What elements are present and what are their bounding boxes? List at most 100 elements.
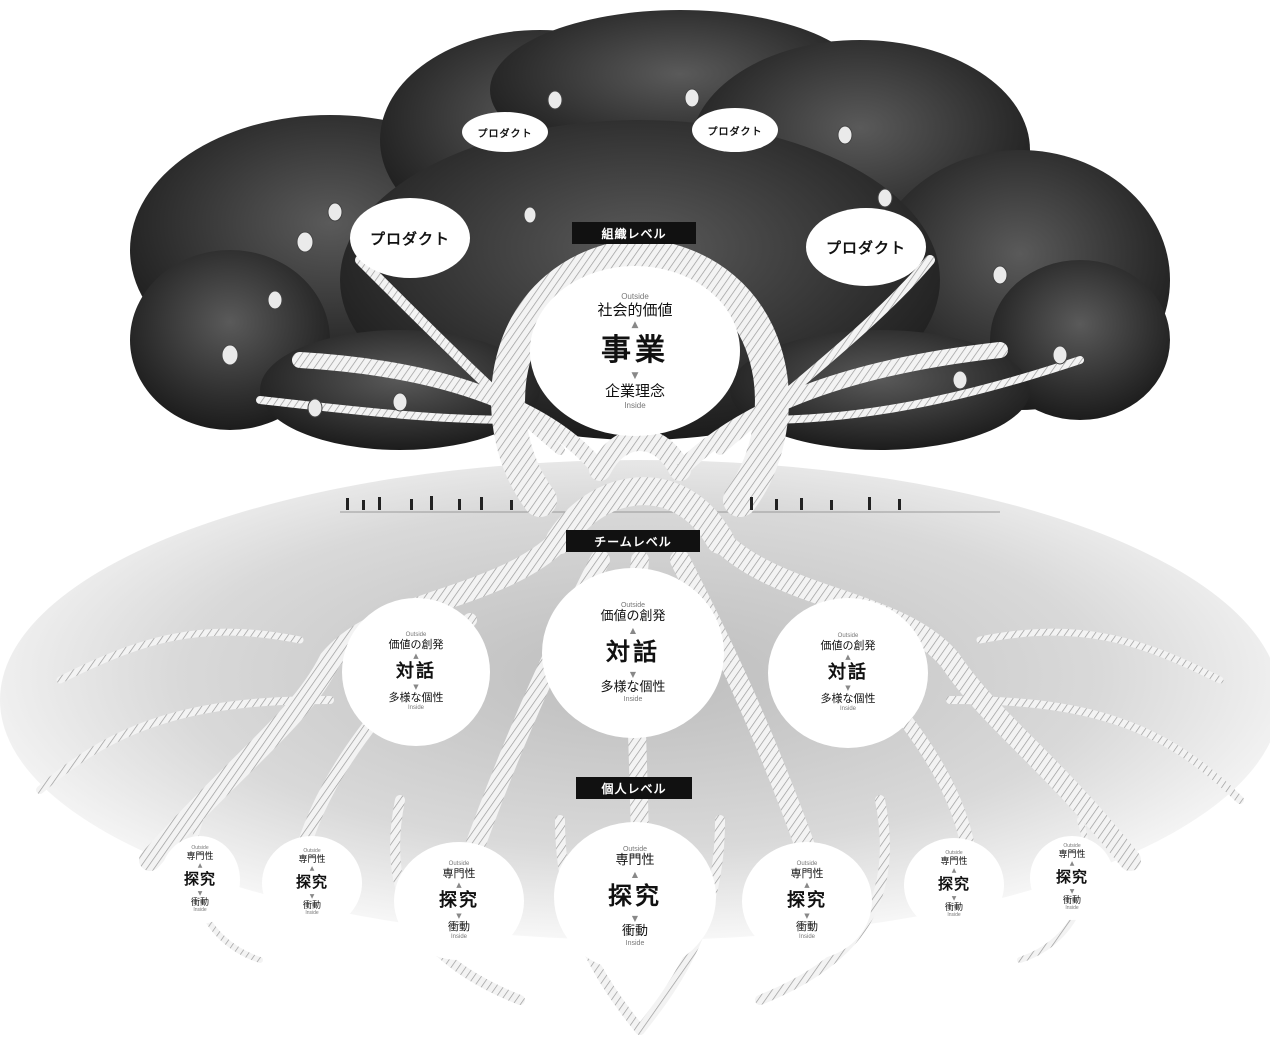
outer-value: 価値の創発 — [388, 638, 444, 652]
team-node-left: Outside 価値の創発 ▲ 対話 ▼ 多様な個性 Inside — [342, 598, 490, 746]
outside-label: Outside — [191, 845, 209, 852]
outside-label: Outside — [837, 633, 859, 640]
outside-label: Outside — [303, 848, 321, 855]
individual-node-3: Outside 専門性 ▲ 探究 ▼ 衝動 Inside — [394, 842, 524, 960]
arrow-down-icon: ▼ — [197, 889, 203, 897]
branches — [256, 255, 1084, 478]
level-label-team: チームレベル — [566, 530, 700, 552]
outer-value: 専門性 — [790, 867, 824, 881]
arrow-up-icon: ▲ — [197, 862, 203, 870]
outside-label: Outside — [622, 846, 648, 854]
inside-label: Inside — [305, 909, 319, 916]
individual-node-7: Outside 専門性 ▲ 探究 ▼ 衝動 Inside — [1030, 836, 1114, 920]
individual-node-2: Outside 専門性 ▲ 探究 ▼ 衝動 Inside — [262, 836, 362, 930]
outside-label: Outside — [448, 861, 470, 868]
arrow-down-icon: ▼ — [629, 669, 637, 679]
product-cloud-2: プロダクト — [692, 108, 778, 152]
level-label-individual: 個人レベル — [576, 777, 692, 799]
eggs-decoration — [221, 88, 1068, 418]
arrow-down-icon: ▼ — [456, 912, 462, 921]
arrow-down-icon: ▼ — [631, 371, 639, 382]
product-label: プロダクト — [825, 238, 906, 257]
core-value: 探究 — [608, 882, 662, 911]
inside-label: Inside — [625, 939, 645, 947]
inner-value: 衝動 — [448, 920, 470, 934]
product-cloud-1: プロダクト — [462, 112, 548, 152]
arrow-down-icon: ▼ — [804, 912, 810, 921]
core-value: 探究 — [295, 873, 328, 892]
inner-value: 衝動 — [944, 902, 963, 913]
outside-label: Outside — [621, 292, 649, 302]
arrow-up-icon: ▲ — [309, 865, 315, 873]
outer-value: 専門性 — [615, 853, 655, 869]
arrow-down-icon: ▼ — [309, 892, 315, 900]
inner-value: 衝動 — [621, 923, 648, 939]
outer-value: 専門性 — [940, 857, 968, 868]
core-value: 探究 — [787, 889, 827, 911]
outer-value: 専門性 — [186, 852, 214, 863]
arrow-down-icon: ▼ — [1069, 887, 1075, 895]
inner-value: 多様な個性 — [600, 679, 666, 695]
inside-label: Inside — [623, 695, 643, 703]
organization-node: Outside 社会的価値 ▲ 事業 ▼ 企業理念 Inside — [530, 266, 740, 436]
outer-value: 社会的価値 — [597, 300, 673, 319]
arrow-down-icon: ▼ — [413, 683, 419, 692]
individual-node-6: Outside 専門性 ▲ 探究 ▼ 衝動 Inside — [904, 838, 1004, 932]
outside-label: Outside — [945, 850, 963, 857]
product-label: プロダクト — [477, 128, 533, 140]
arrow-up-icon: ▲ — [456, 880, 462, 889]
core-value: 対話 — [828, 661, 868, 683]
core-value: 対話 — [606, 638, 660, 667]
inside-label: Inside — [798, 933, 815, 940]
trunk — [491, 237, 789, 554]
arrow-up-icon: ▲ — [804, 880, 810, 889]
arrow-up-icon: ▲ — [951, 867, 957, 875]
inner-value: 多様な個性 — [820, 692, 876, 706]
individual-node-4: Outside 専門性 ▲ 探究 ▼ 衝動 Inside — [554, 822, 716, 972]
core-value: 事業 — [601, 332, 669, 368]
arrow-up-icon: ▲ — [631, 319, 639, 330]
core-value: 探究 — [1055, 868, 1088, 887]
outside-label: Outside — [405, 632, 427, 639]
product-label: プロダクト — [707, 126, 763, 138]
core-value: 探究 — [183, 870, 216, 889]
inside-label: Inside — [450, 933, 467, 940]
core-value: 対話 — [396, 660, 436, 682]
inside-label: Inside — [407, 704, 424, 711]
level-label-organization: 組織レベル — [572, 222, 696, 244]
product-cloud-4: プロダクト — [806, 208, 926, 286]
outside-label: Outside — [620, 602, 646, 610]
inner-value: 衝動 — [302, 900, 321, 911]
outer-value: 価値の創発 — [820, 639, 876, 653]
product-label: プロダクト — [369, 229, 450, 248]
outside-label: Outside — [1063, 843, 1081, 850]
inside-label: Inside — [839, 705, 856, 712]
arrow-up-icon: ▲ — [413, 651, 419, 660]
core-value: 探究 — [937, 875, 970, 894]
arrow-up-icon: ▲ — [1069, 860, 1075, 868]
arrow-up-icon: ▲ — [631, 870, 639, 880]
inside-label: Inside — [947, 911, 961, 918]
outer-value: 価値の創発 — [600, 609, 666, 625]
inside-label: Inside — [624, 400, 646, 410]
arrow-down-icon: ▼ — [631, 913, 639, 923]
arrow-up-icon: ▲ — [629, 626, 637, 636]
inner-value: 衝動 — [1062, 895, 1081, 906]
outside-label: Outside — [796, 861, 818, 868]
inner-value: 衝動 — [190, 897, 209, 908]
people-silhouettes — [346, 496, 901, 510]
team-node-right: Outside 価値の創発 ▲ 対話 ▼ 多様な個性 Inside — [768, 598, 928, 748]
arrow-down-icon: ▼ — [845, 684, 851, 693]
outer-value: 専門性 — [298, 855, 326, 866]
arrow-up-icon: ▲ — [845, 652, 851, 661]
individual-node-1: Outside 専門性 ▲ 探究 ▼ 衝動 Inside — [160, 836, 240, 924]
outer-value: 専門性 — [1058, 850, 1086, 861]
team-node-center: Outside 価値の創発 ▲ 対話 ▼ 多様な個性 Inside — [542, 568, 724, 738]
arrow-down-icon: ▼ — [951, 894, 957, 902]
outer-value: 専門性 — [442, 867, 476, 881]
individual-node-5: Outside 専門性 ▲ 探究 ▼ 衝動 Inside — [742, 842, 872, 960]
inner-value: 衝動 — [796, 920, 818, 934]
inner-value: 多様な個性 — [388, 691, 444, 705]
product-cloud-3: プロダクト — [350, 198, 470, 278]
